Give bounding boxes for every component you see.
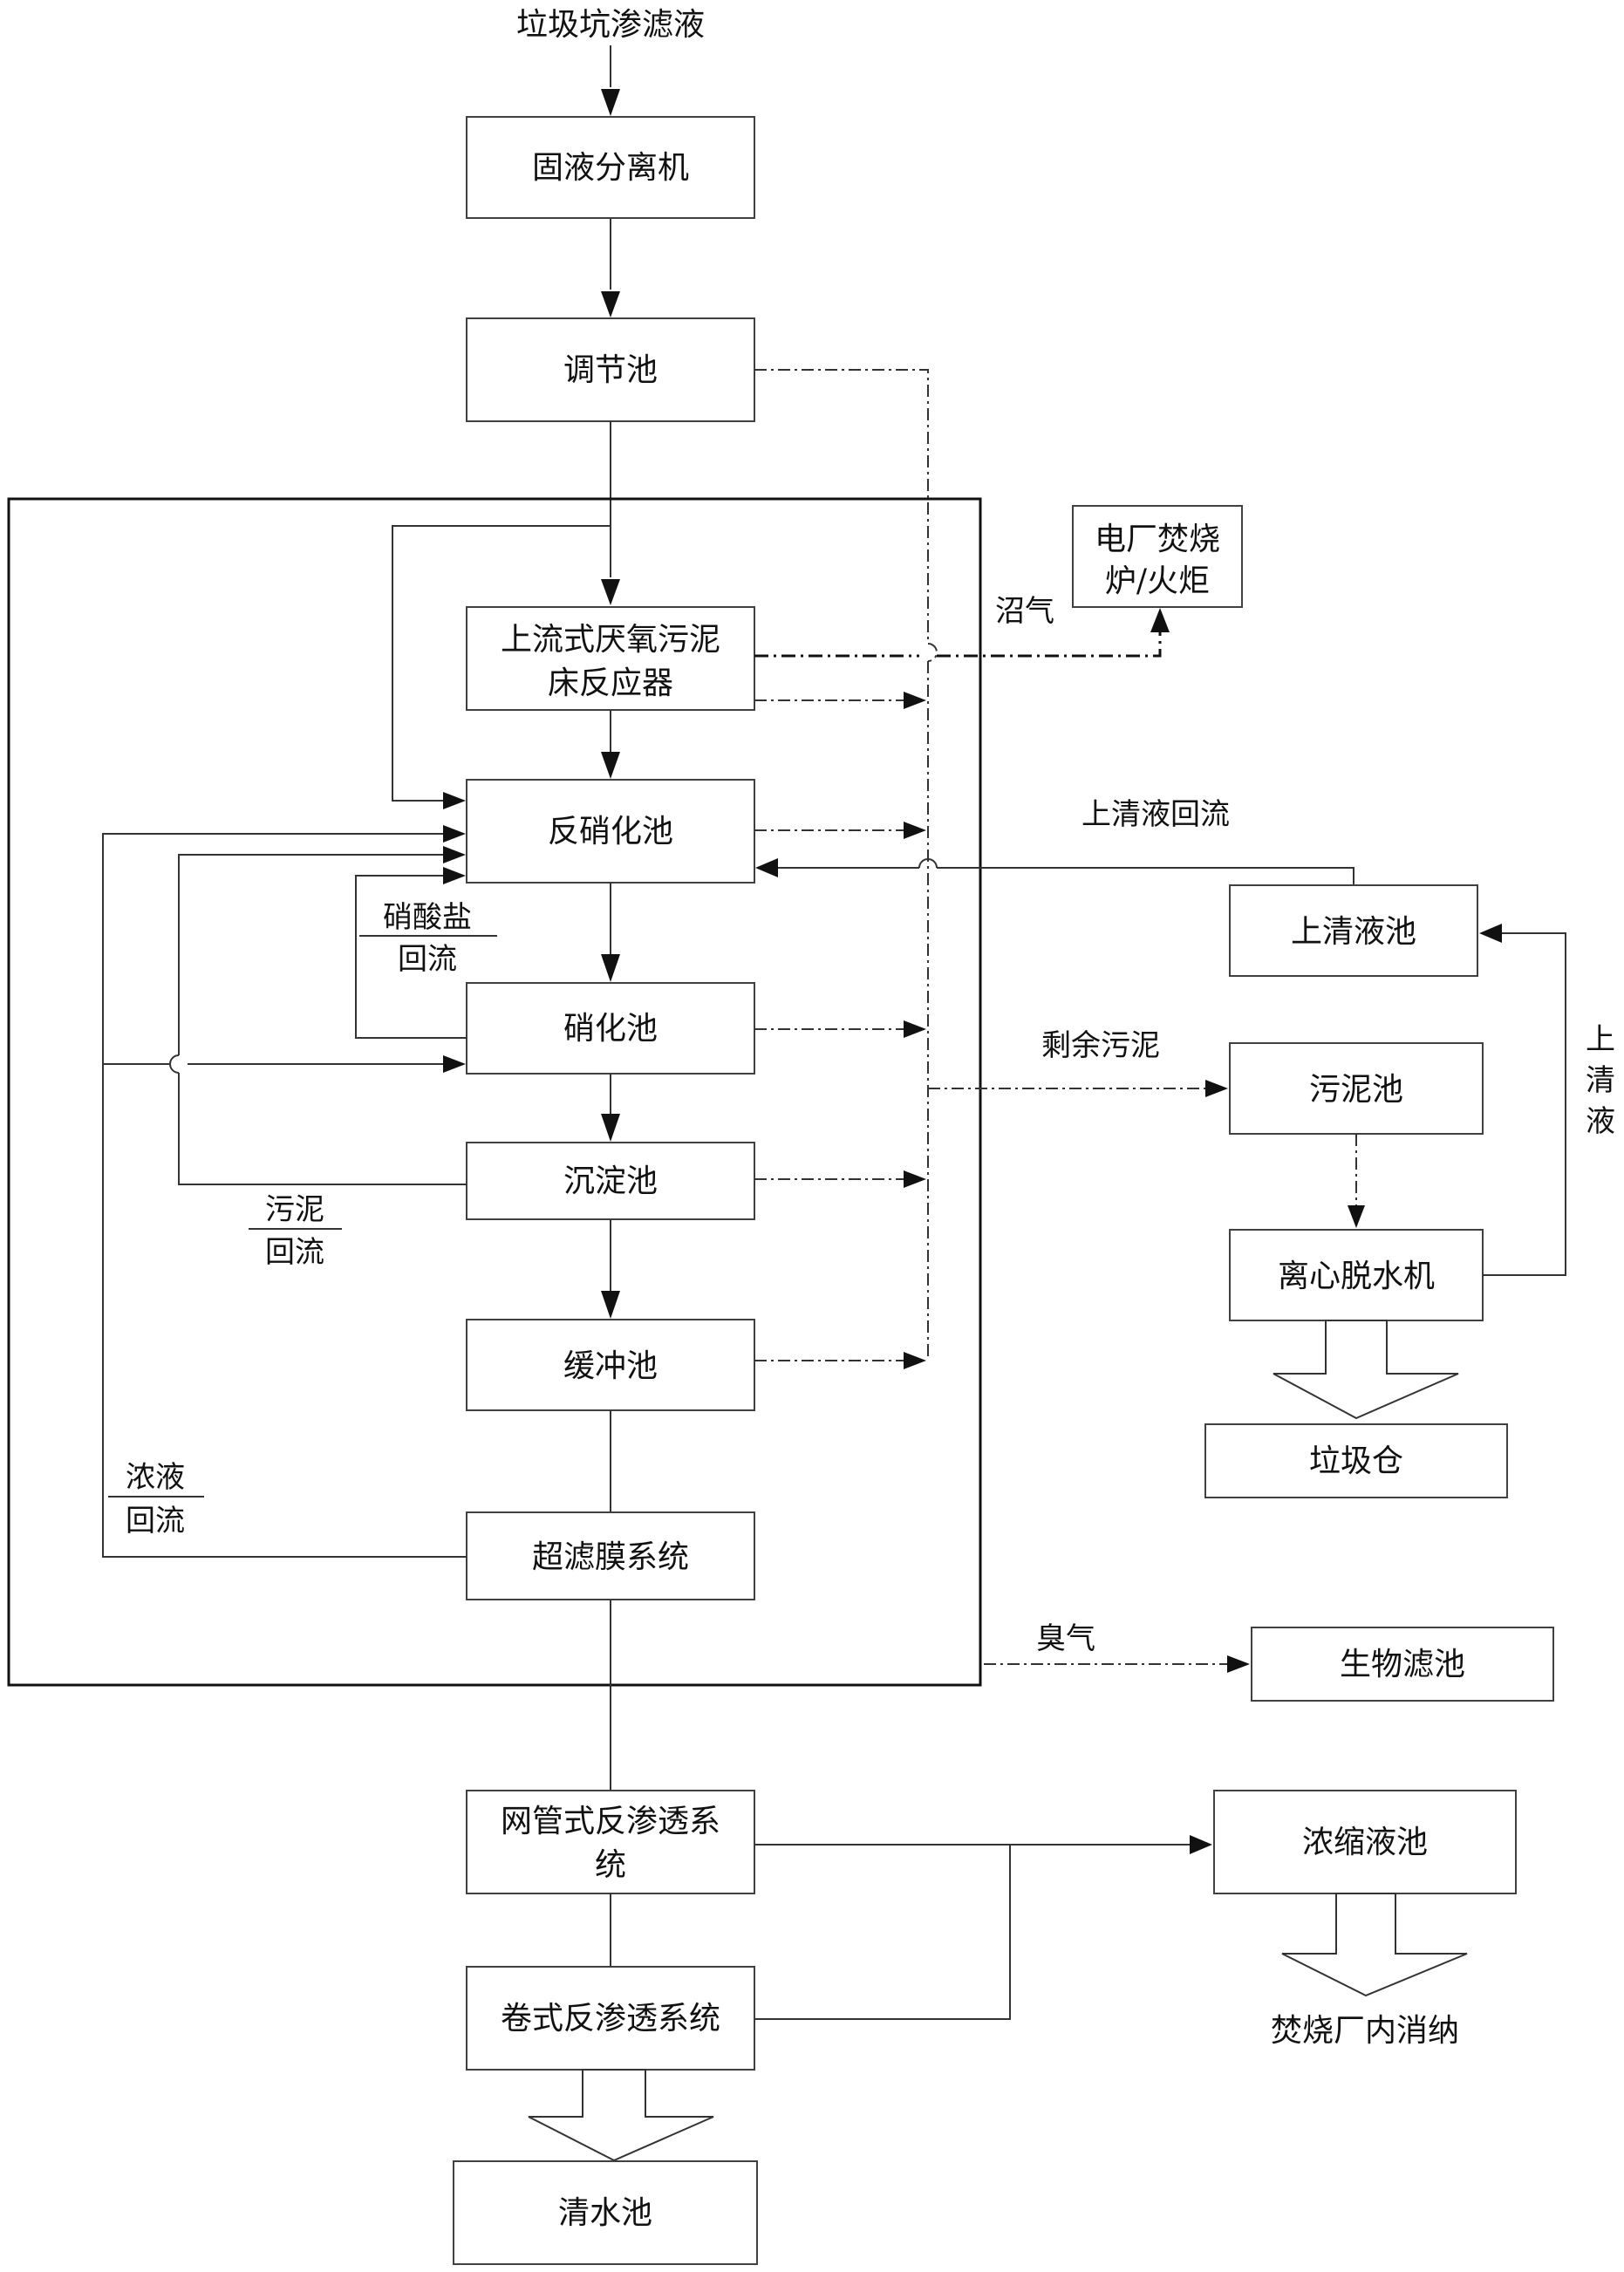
- denitrification-box: 反硝化池: [466, 779, 755, 884]
- dash-biogas-b: [937, 630, 1162, 658]
- tubular-ro-text-line1: 网管式反渗透系: [501, 1804, 720, 1839]
- line-spiral-ro-concentrate: [754, 1845, 1011, 2020]
- arrowhead: [601, 1114, 620, 1142]
- biofilter-box: 生物滤池: [1251, 1627, 1554, 1702]
- line-supernatant-return-a: [937, 867, 1354, 885]
- centrifuge-text: 离心脱水机: [1278, 1259, 1435, 1294]
- incinerator-text-line1: 电厂焚烧: [1095, 522, 1220, 557]
- garbage-bin-box: 垃圾仓: [1204, 1423, 1508, 1498]
- line-bypass-to-denitrification: [392, 525, 611, 802]
- big-arrow-to-clean-pool: [528, 2069, 714, 2162]
- supernatant-vertical-1: 上: [1586, 1022, 1615, 1057]
- regulating-box: 调节池: [466, 317, 755, 422]
- big-arrow-to-garbage-bin: [1273, 1320, 1459, 1420]
- incinerator-text-line2: 炉/火炬: [1105, 563, 1210, 599]
- biofilter-text: 生物滤池: [1340, 1647, 1465, 1682]
- arrowhead: [601, 752, 620, 779]
- uasb-text-line1: 上流式厌氧污泥: [501, 622, 720, 658]
- big-arrow-to-incineration-disposal: [1281, 1893, 1468, 1997]
- arrowhead: [601, 1291, 620, 1319]
- line-supernatant-to-pool: [1483, 932, 1566, 1276]
- arrowhead: [904, 822, 926, 839]
- supernatant-pool-text: 上清液池: [1291, 914, 1416, 950]
- arrowhead: [601, 954, 620, 982]
- line-sludge-return-upper: [178, 854, 443, 1055]
- arrowhead: [601, 89, 620, 116]
- clean-pool-box: 清水池: [453, 2160, 758, 2265]
- supernatant-vertical-3: 液: [1586, 1104, 1615, 1139]
- tubular-ro-text-line2: 统: [595, 1847, 626, 1883]
- concentrate-pool-text: 浓缩液池: [1302, 1825, 1428, 1860]
- denitrification-text: 反硝化池: [548, 814, 673, 849]
- arrowhead: [1150, 608, 1170, 632]
- sludge-return-label-2: 回流: [265, 1235, 324, 1270]
- arrowhead: [443, 846, 466, 863]
- line-sludge-return-lower: [178, 1073, 467, 1185]
- nitrification-text: 硝化池: [563, 1011, 658, 1047]
- concentrate-return-label-1: 浓液: [126, 1460, 185, 1495]
- arrowhead: [443, 825, 466, 843]
- arrowhead: [1190, 1835, 1212, 1854]
- arrowhead: [904, 692, 926, 709]
- arrowhead: [601, 291, 620, 317]
- nitrification-box: 硝化池: [466, 982, 755, 1075]
- ultrafiltration-box: 超滤膜系统: [466, 1511, 755, 1600]
- incineration-disposal-text: 焚烧厂内消纳: [1271, 2013, 1459, 2049]
- line-hop: [918, 858, 938, 869]
- line-hop: [169, 1054, 180, 1074]
- sludge-return-label-1: 污泥: [265, 1192, 324, 1227]
- tubular-ro-box: 网管式反渗透系 统: [466, 1790, 755, 1894]
- arrowhead: [1348, 1205, 1365, 1228]
- arrowhead: [904, 1020, 926, 1038]
- arrowhead: [1479, 924, 1502, 943]
- spiral-ro-box: 卷式反渗透系统: [466, 1966, 755, 2071]
- nitrate-return-label-1: 硝酸盐: [383, 900, 472, 935]
- dash-regulating-to-collector: [754, 369, 929, 644]
- supernatant-pool-box: 上清液池: [1229, 884, 1478, 977]
- supernatant-return-label: 上清液回流: [1082, 797, 1230, 832]
- arrowhead: [443, 792, 466, 809]
- biogas-label: 沼气: [995, 594, 1054, 629]
- sedimentation-text: 沉淀池: [563, 1163, 658, 1199]
- arrowhead: [443, 1055, 466, 1073]
- arrowhead: [1205, 1080, 1228, 1097]
- regulating-text: 调节池: [563, 352, 658, 388]
- arrowhead: [601, 579, 620, 605]
- biological-treatment-frame: [7, 497, 982, 1687]
- arrowhead: [904, 1170, 926, 1188]
- separator-text: 固液分离机: [532, 150, 689, 186]
- buffer-box: 缓冲池: [466, 1319, 755, 1411]
- sludge-pool-box: 污泥池: [1229, 1042, 1484, 1135]
- spiral-ro-text: 卷式反渗透系统: [501, 2001, 720, 2037]
- source-label: 垃圾坑渗滤液: [516, 7, 705, 43]
- line-concentrate-return: [102, 833, 467, 1558]
- incinerator-box: 电厂焚烧 炉/火炬: [1072, 505, 1243, 608]
- clean-pool-text: 清水池: [558, 2195, 652, 2231]
- centrifuge-box: 离心脱水机: [1229, 1229, 1484, 1321]
- buffer-text: 缓冲池: [563, 1348, 658, 1384]
- sludge-pool-text: 污泥池: [1309, 1072, 1403, 1108]
- ultrafiltration-text: 超滤膜系统: [532, 1539, 689, 1575]
- concentrate-pool-box: 浓缩液池: [1213, 1790, 1517, 1894]
- uasb-box: 上流式厌氧污泥 床反应器: [466, 606, 755, 711]
- arrowhead: [443, 867, 466, 884]
- arrowhead: [755, 858, 778, 877]
- arrowhead: [1227, 1655, 1250, 1673]
- line-nitrate-return: [355, 875, 467, 1039]
- garbage-bin-text: 垃圾仓: [1309, 1443, 1403, 1479]
- nitrate-return-label-2: 回流: [398, 942, 457, 977]
- odor-label: 臭气: [1036, 1621, 1095, 1656]
- dash-hop: [927, 643, 938, 662]
- uasb-text-line2: 床反应器: [548, 665, 673, 701]
- supernatant-vertical-2: 清: [1586, 1063, 1615, 1098]
- excess-sludge-label: 剩余污泥: [1041, 1028, 1160, 1063]
- separator-box: 固液分离机: [466, 116, 755, 219]
- concentrate-return-label-2: 回流: [126, 1504, 185, 1539]
- sedimentation-box: 沉淀池: [466, 1142, 755, 1220]
- arrowhead: [904, 1352, 926, 1369]
